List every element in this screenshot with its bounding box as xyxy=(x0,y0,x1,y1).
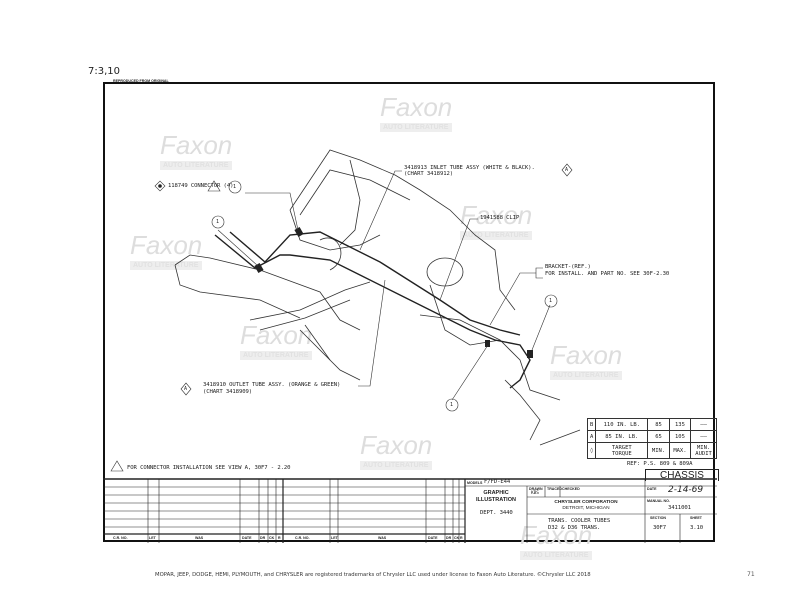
clip-callout: 1941588 CLIP xyxy=(480,215,520,221)
rev-col-was: WAS xyxy=(195,536,204,540)
rev-col-ck: CK xyxy=(269,536,275,540)
rev-col-r: R xyxy=(278,536,281,540)
drawn-value: KBS xyxy=(531,491,539,496)
page-number: 71 xyxy=(747,571,755,578)
rev-col-let: LET xyxy=(331,536,338,540)
rev-col-ck: CK xyxy=(454,536,460,540)
installation-note: FOR CONNECTOR INSTALLATION SEE VIEW A, 3… xyxy=(127,465,291,471)
rev-col-r: R xyxy=(460,536,463,540)
bracket-callout-line1: BRACKET-(REF.) xyxy=(545,264,591,270)
manual-label: MANUAL NO. xyxy=(647,499,670,503)
ref-marker-1: 1 xyxy=(216,219,219,225)
page-reference: 7:3,10 xyxy=(88,66,120,77)
rev-col-cr-no: C.R. NO. xyxy=(113,536,128,540)
rev-col-let: LET xyxy=(149,536,156,540)
ref-text: REF: P.S. 809 & 809A xyxy=(627,461,693,467)
rev-col-date: DATE xyxy=(242,536,252,540)
dept: DEPT. 3440 xyxy=(480,510,513,516)
outlet-tube-callout-line2: (CHART 3418909) xyxy=(203,389,253,395)
category-label: CHASSIS xyxy=(645,469,719,481)
date-value: 2-14-69 xyxy=(668,485,704,495)
rev-col-date: DATE xyxy=(428,536,438,540)
page-header-small: REPRODUCED FROM ORIGINAL xyxy=(113,79,169,83)
rev-col-was: WAS xyxy=(378,536,387,540)
drawing-frame xyxy=(103,82,715,542)
section-value: 30F7 xyxy=(653,525,667,531)
models-label: MODELS xyxy=(467,481,483,485)
ref-marker-1: 1 xyxy=(549,298,552,304)
drawing-title-line1: TRANS. COOLER TUBES xyxy=(548,518,611,524)
sheet-label: SHEET xyxy=(690,516,702,520)
ref-marker-1: 1 xyxy=(233,184,236,190)
models-value: F/FD-E44 xyxy=(484,479,511,485)
bracket-callout-line2: FOR INSTALL. AND PART NO. SEE 30F-2.30 xyxy=(545,271,670,277)
ref-marker-1: 1 xyxy=(450,402,453,408)
date-label: DATE xyxy=(647,487,657,491)
diamond-a-marker: A xyxy=(184,386,187,392)
sheet-value: 3.10 xyxy=(690,525,704,531)
drawing-title-line2: D32 & D36 TRANS. xyxy=(548,525,601,531)
manual-value: 3411001 xyxy=(668,505,691,511)
footer-legal: MOPAR, JEEP, DODGE, HEMI, PLYMOUTH, and … xyxy=(155,572,591,578)
outlet-tube-callout-line1: 3418910 OUTLET TUBE ASSY. (ORANGE & GREE… xyxy=(203,382,341,388)
section-label: SECTION xyxy=(650,516,666,520)
rev-col-cr-no: C.R. NO. xyxy=(295,536,310,540)
diamond-a-marker: A xyxy=(565,167,568,173)
drawn-label: DRAWN xyxy=(529,487,543,491)
connector-callout: 118749 CONNECTOR (4) xyxy=(168,183,234,189)
inlet-tube-callout-line2: (CHART 3418912) xyxy=(404,171,454,177)
traced-label: TRACED xyxy=(547,487,562,491)
rev-col-dr: DR xyxy=(446,536,452,540)
rev-col-dr: DR xyxy=(260,536,266,540)
checked-label: CHECKED xyxy=(562,487,580,491)
inlet-tube-callout-line1: 3418913 INLET TUBE ASSY (WHITE & BLACK). xyxy=(404,165,535,171)
